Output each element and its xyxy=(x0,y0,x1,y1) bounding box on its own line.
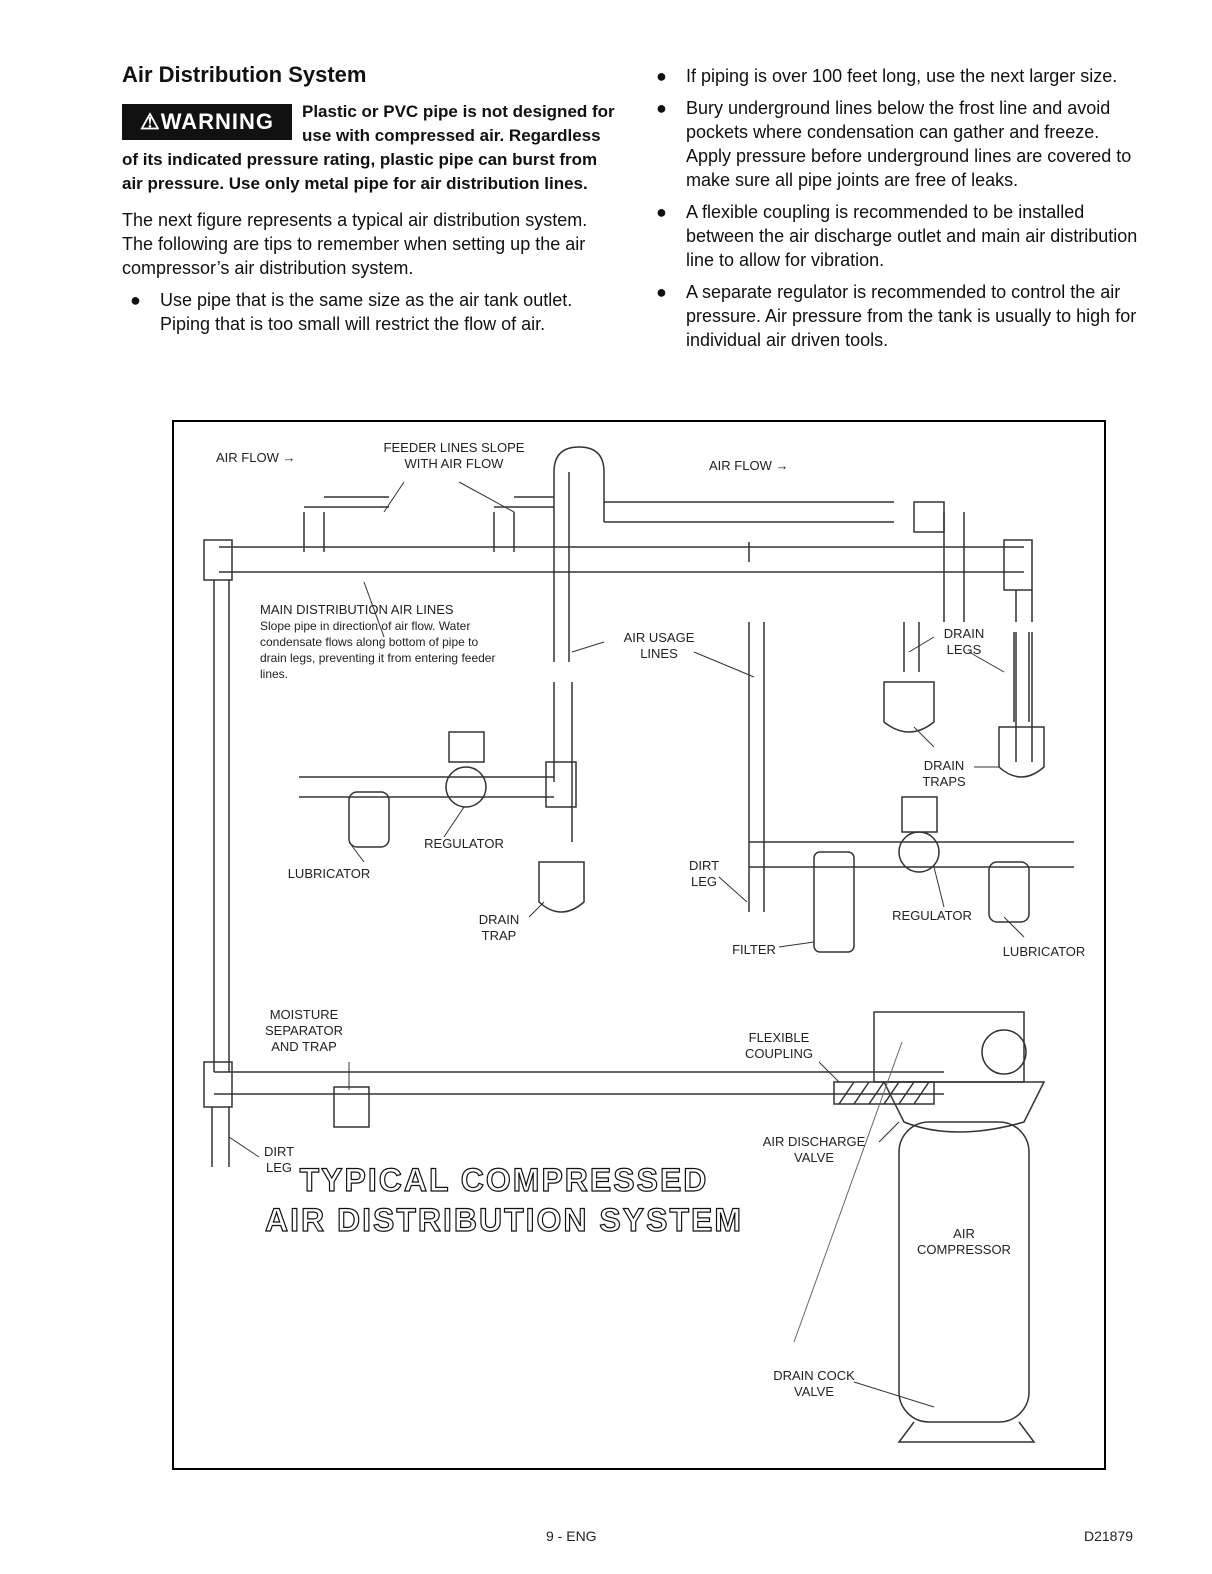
air-usage-label: AIR USAGE LINES xyxy=(623,630,695,661)
bullet-icon: ● xyxy=(656,282,667,302)
bullet-icon: ● xyxy=(656,202,667,222)
air-discharge-label: AIR DISCHARGE VALVE xyxy=(762,1134,866,1165)
regulator-gauge-icon xyxy=(445,766,487,808)
list-item: ●If piping is over 100 feet long, use th… xyxy=(656,66,1118,86)
regulator-knob-icon xyxy=(901,796,938,833)
page-number: 9 - ENG xyxy=(546,1528,597,1544)
regulator-gauge-icon xyxy=(898,831,940,873)
diagram-drawing xyxy=(203,446,1074,1443)
list-item: ●Bury underground lines below the frost … xyxy=(656,98,1132,190)
left-column: Air Distribution System ⚠WARNING Plastic… xyxy=(122,62,617,344)
drain-trap-label: DRAIN TRAP xyxy=(478,912,520,943)
moisture-separator-label: MOISTURE SEPARATOR AND TRAP xyxy=(264,1007,344,1054)
regulator-knob-icon xyxy=(448,731,485,763)
document-code: D21879 xyxy=(1084,1528,1134,1544)
air-tank-icon xyxy=(898,1121,1030,1423)
intro-paragraph: The next figure represents a typical air… xyxy=(122,210,588,278)
drain-trap-icon xyxy=(998,726,1045,778)
right-bullet-list: ●If piping is over 100 feet long, use th… xyxy=(648,64,1148,352)
regulator-label: REGULATOR xyxy=(424,836,504,851)
regulator-label: REGULATOR xyxy=(892,908,972,923)
diagram-title-line-2: AIR DISTRIBUTION SYSTEM xyxy=(264,1201,743,1238)
warning-badge: ⚠WARNING xyxy=(122,104,292,140)
lubricator-bowl-icon xyxy=(988,861,1030,923)
tee-fitting xyxy=(203,1061,233,1108)
bullet-icon: ● xyxy=(656,98,667,118)
lubricator-label: LUBRICATOR xyxy=(287,866,371,881)
section-title: Air Distribution System xyxy=(122,62,367,87)
air-distribution-diagram: AIR FLOW → FEEDER LINES SLOPE WITH AIR F… xyxy=(172,420,1106,1470)
flexible-coupling-label: FLEXIBLE COUPLING xyxy=(745,1030,813,1061)
right-column: ●If piping is over 100 feet long, use th… xyxy=(648,64,1148,360)
feeder-lines-label: FEEDER LINES SLOPE WITH AIR FLOW xyxy=(383,440,525,471)
warning-text: Plastic or PVC pipe is not designed for … xyxy=(122,102,615,193)
filter-label: FILTER xyxy=(732,942,776,957)
left-bullet-list: ●Use pipe that is the same size as the a… xyxy=(122,288,617,336)
main-lines-description: Slope pipe in direction of air flow. Wat… xyxy=(260,619,496,681)
list-item: ●Use pipe that is the same size as the a… xyxy=(130,290,573,334)
drain-cock-label: DRAIN COCK VALVE xyxy=(773,1368,855,1399)
diagram-title-line-1: TYPICAL COMPRESSED xyxy=(299,1161,709,1198)
elbow-fitting xyxy=(203,539,233,581)
dirt-leg-label: DIRT LEG xyxy=(688,858,720,889)
lubricator-label: LUBRICATOR xyxy=(1002,944,1086,959)
flywheel-icon xyxy=(981,1029,1027,1075)
drain-trap-icon xyxy=(883,681,935,733)
drain-traps-label: DRAIN TRAPS xyxy=(922,758,966,789)
lubricator-bowl-icon xyxy=(348,791,390,848)
list-item: ●A flexible coupling is recommended to b… xyxy=(656,202,1138,270)
filter-bowl-icon xyxy=(813,851,855,953)
bullet-icon: ● xyxy=(656,66,667,86)
drain-legs-label: DRAIN LEGS xyxy=(943,626,985,657)
bullet-icon: ● xyxy=(130,290,141,310)
air-compressor-label: AIR COMPRESSOR xyxy=(917,1226,1011,1257)
list-item: ●A separate regulator is recommended to … xyxy=(656,282,1137,350)
air-flow-label: AIR FLOW → xyxy=(216,450,296,465)
main-lines-title: MAIN DISTRIBUTION AIR LINES xyxy=(260,602,454,617)
warning-block: ⚠WARNING Plastic or PVC pipe is not desi… xyxy=(122,100,617,196)
dirt-leg-label: DIRT LEG xyxy=(263,1144,295,1175)
air-flow-label: AIR FLOW → xyxy=(709,458,789,473)
moisture-separator-icon xyxy=(333,1086,370,1128)
drain-trap-icon xyxy=(538,861,585,913)
